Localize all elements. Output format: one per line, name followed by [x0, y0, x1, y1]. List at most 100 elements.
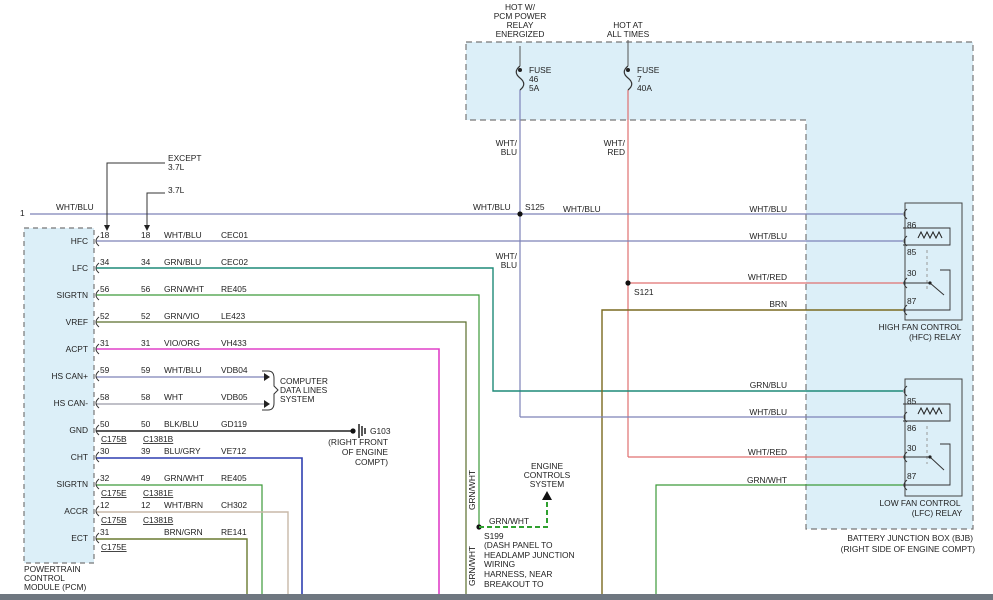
pcm-pin-number: 58 [100, 392, 110, 402]
wire-accr-wht-brn [96, 511, 289, 600]
label-except-1: EXCEPT [168, 153, 202, 163]
pcm-pin-label: ACCR [64, 506, 88, 516]
connector-pin-number: 39 [141, 446, 151, 456]
label-r-wht-red-2: WHT/RED [748, 447, 787, 457]
engine-controls-arrow [542, 491, 552, 500]
connector-pin-number: 18 [141, 230, 151, 240]
pcm-box [23, 227, 95, 564]
connector-id: C1381B [143, 515, 174, 525]
label-wht-blu-v3a: WHT/ [496, 251, 518, 261]
pcm-pin-number: 52 [100, 311, 110, 321]
circuit-id-label: LE423 [221, 311, 246, 321]
pcm-pin-number: 34 [100, 257, 110, 267]
hfc-switch-contact [903, 269, 951, 311]
circuit-id-label: CEC01 [221, 230, 248, 240]
circuit-id-label: VE712 [221, 446, 246, 456]
label-lfc-86: 86 [907, 423, 917, 433]
relay-connector-arc [903, 304, 908, 316]
pcm-pin-number: 32 [100, 473, 110, 483]
wire-color-label: WHT [164, 392, 183, 402]
g103-dot [350, 428, 356, 434]
label-g103-desc-2: OF ENGINE [342, 447, 388, 457]
label-only-37: 3.7L [168, 185, 185, 195]
pcm-pin-label: ECT [71, 533, 88, 543]
pin-connector-arc [95, 370, 100, 382]
wire-lfc-grn-blu [96, 267, 903, 392]
wire-color-label: BRN/GRN [164, 527, 203, 537]
lfc-coil-icon [917, 406, 943, 416]
hfc-relay-body [904, 202, 963, 321]
label-hot-pcm-3: RELAY [507, 20, 534, 30]
wire-vref-grn-vio [96, 321, 467, 600]
lfc-relay [903, 378, 963, 497]
label-r-brn: BRN [769, 299, 787, 309]
connector-id: C175E [101, 542, 127, 552]
pcm-pin-label: LFC [72, 263, 88, 273]
label-hfc-30: 30 [907, 268, 917, 278]
label-wht-blu-v2: BLU [501, 147, 517, 157]
label-grn-wht-vert-2: GRN/WHT [467, 546, 477, 586]
connector-id: C1381B [143, 434, 174, 444]
connector-id: C1381E [143, 488, 174, 498]
pin-connector-arc [95, 397, 100, 409]
wire-color-label: WHT/BLU [164, 365, 202, 375]
only-37-arrow [144, 225, 150, 231]
label-wht-blu-v3b: BLU [501, 260, 517, 270]
wire-color-label: BLK/BLU [164, 419, 198, 429]
label-hfc-relay-2: (HFC) RELAY [909, 332, 961, 342]
label-wht-red-v2: RED [607, 147, 625, 157]
circuit-id-label: RE141 [221, 527, 247, 537]
wire-grn-wht-lfc [655, 484, 903, 600]
label-pcm-3: MODULE (PCM) [24, 582, 87, 592]
pcm-pin-number: 59 [100, 365, 110, 375]
pcm-pin-number: 50 [100, 419, 110, 429]
circuit-id-label: CH302 [221, 500, 247, 510]
hscan-minus-arrow [264, 400, 270, 408]
connector-pin-number: 12 [141, 500, 151, 510]
fuse-46-symbol [515, 65, 525, 91]
circuit-id-label: RE405 [221, 473, 247, 483]
label-lfc-relay-2: (LFC) RELAY [912, 508, 963, 518]
label-s199-desc-3: WIRING [484, 559, 515, 569]
pin-connector-arc [95, 235, 100, 247]
label-r-wht-blu-1: WHT/BLU [749, 204, 787, 214]
label-engine-ctrl-3: SYSTEM [530, 479, 564, 489]
pin-connector-arc [95, 343, 100, 355]
connector-pin-number: 49 [141, 473, 151, 483]
label-r-grn-wht: GRN/WHT [747, 475, 787, 485]
label-lfc-85: 85 [907, 396, 917, 406]
pcm-pin-number: 31 [100, 338, 110, 348]
pin-connector-arc [95, 316, 100, 328]
hscan-plus-arrow [264, 373, 270, 381]
pin-connector-arc [95, 289, 100, 301]
label-fuse7-2: 7 [637, 74, 642, 84]
pcm-pin-number: 12 [100, 500, 110, 510]
label-comp-data-2: DATA LINES [280, 385, 328, 395]
label-bjb-2: (RIGHT SIDE OF ENGINE COMPT) [841, 544, 976, 554]
wire-cht-blu-gry [96, 457, 303, 600]
splice-s121 [625, 280, 631, 286]
relay-connector-arc [903, 385, 908, 397]
connector-pin-number: 56 [141, 284, 151, 294]
splice-s125 [517, 211, 523, 217]
wire-color-label: GRN/WHT [164, 284, 204, 294]
relay-connector-arc [903, 208, 908, 220]
label-s121: S121 [634, 287, 654, 297]
label-fuse7-1: FUSE [637, 65, 660, 75]
pcm-pin-label: VREF [66, 317, 88, 327]
pcm-pin-label: SIGRTN [57, 290, 89, 300]
engine-controls-link [479, 500, 548, 528]
label-pcm-2: CONTROL [24, 573, 65, 583]
label-g103-desc-3: COMPT) [355, 457, 388, 467]
circuit-id-label: CEC02 [221, 257, 248, 267]
label-lfc-87: 87 [907, 471, 917, 481]
connector-id: C175B [101, 515, 127, 525]
wire-ect-brn-grn [96, 538, 248, 600]
pcm-pin-number: 56 [100, 284, 110, 294]
wire-color-label: GRN/BLU [164, 257, 201, 267]
label-s125: S125 [525, 202, 545, 212]
wire-color-label: WHT/BRN [164, 500, 203, 510]
connector-pin-number: 31 [141, 338, 151, 348]
wire-color-label: VIO/ORG [164, 338, 200, 348]
